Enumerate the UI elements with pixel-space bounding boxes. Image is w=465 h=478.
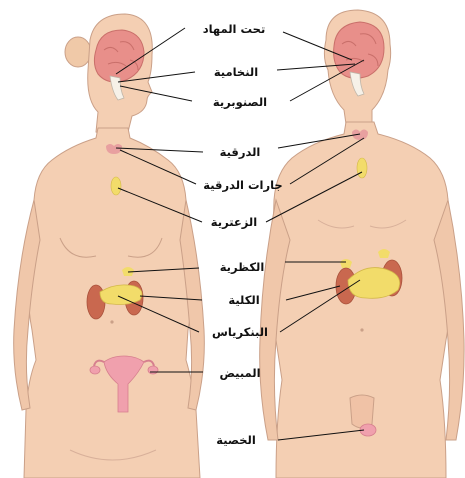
label-kidney: الكلية xyxy=(189,293,299,307)
male-figure xyxy=(260,10,464,478)
female-figure xyxy=(14,14,205,478)
label-pituitary: النخامية xyxy=(181,65,291,79)
label-adrenal: الكظرية xyxy=(187,260,297,274)
label-testis: الخصية xyxy=(181,433,291,447)
label-thymus: الزعترية xyxy=(179,215,289,229)
label-ovary: المبيض xyxy=(185,366,295,380)
label-thyroid: الدرقية xyxy=(185,145,295,159)
label-pineal: الصنوبرية xyxy=(185,95,295,109)
label-pancreas: البنكرياس xyxy=(185,325,295,339)
label-parathyroid: جارات الدرقية xyxy=(188,178,298,192)
label-hypothalamus: تحت المهاد xyxy=(179,22,289,36)
